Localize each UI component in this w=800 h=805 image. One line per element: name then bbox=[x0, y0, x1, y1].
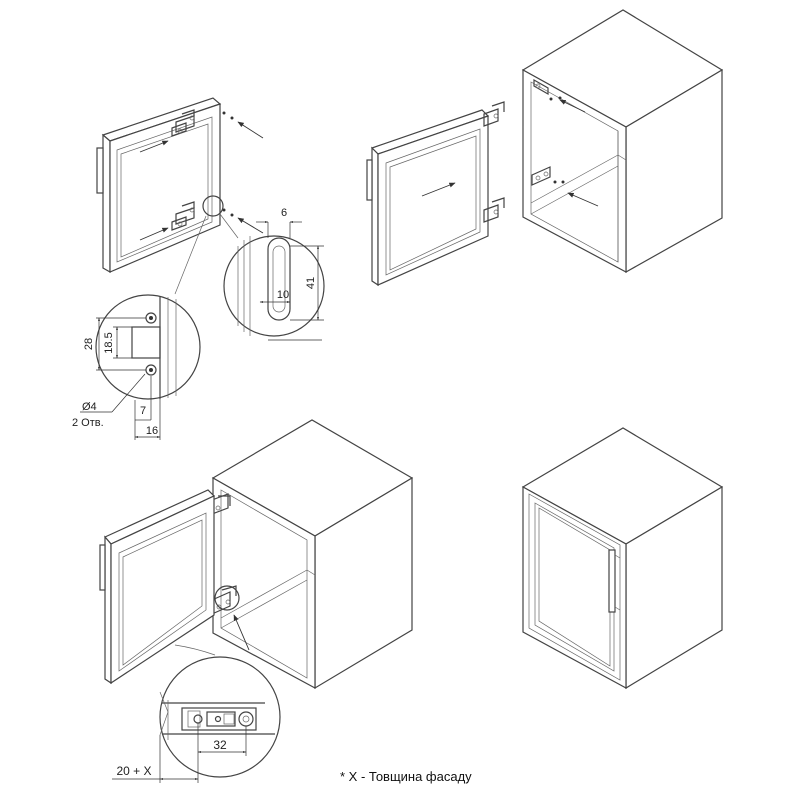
cabinet-front-4 bbox=[522, 485, 627, 690]
arrow-screw-top bbox=[237, 121, 264, 139]
arrow-hinge-detail bbox=[233, 614, 250, 651]
swing-arc bbox=[174, 644, 216, 656]
detail-marker-3 bbox=[214, 585, 240, 611]
cup-detail: 6 10 41 bbox=[223, 207, 325, 341]
arrow-hinge-top bbox=[139, 140, 169, 153]
panel-2-door-and-cabinet bbox=[366, 9, 724, 287]
arrow-cabinet-bottom bbox=[567, 192, 599, 207]
dim-20-x-label: 20 + X bbox=[116, 764, 151, 778]
door-frame-2 bbox=[366, 101, 505, 287]
dim-16-label: 16 bbox=[146, 425, 158, 437]
cabinet-carcass-3 bbox=[211, 419, 414, 690]
cabinet-hinge-plate-bottom bbox=[531, 166, 551, 186]
cup-slot-outline bbox=[267, 237, 291, 321]
hole-diameter-label: Ø4 bbox=[82, 401, 97, 413]
door-frame bbox=[96, 97, 222, 274]
panel-1-door-hinges: 6 10 41 28 bbox=[72, 97, 325, 440]
cup-slot-inner bbox=[272, 245, 286, 313]
mounting-plate bbox=[181, 707, 257, 731]
cabinet-carcass bbox=[521, 9, 724, 274]
plate-outline bbox=[131, 326, 161, 359]
door-handle-3 bbox=[99, 544, 106, 591]
arrow-screw-bottom bbox=[237, 217, 264, 234]
dim-7-label: 7 bbox=[140, 405, 146, 417]
arrow-hinge-bottom bbox=[139, 227, 169, 241]
dim-6-label: 6 bbox=[281, 207, 287, 219]
hinge-distance-detail: 32 20 + X bbox=[112, 656, 281, 783]
screw-marks bbox=[222, 111, 234, 217]
hinge-bottom bbox=[171, 201, 195, 231]
panel-3-open-door: 32 20 + X bbox=[99, 419, 414, 783]
door-open bbox=[99, 489, 216, 685]
panel-4-closed-cabinet bbox=[521, 427, 724, 690]
footnote: * X - Товщина фасаду bbox=[340, 769, 472, 784]
hole-pattern-detail: 28 18.5 7 16 Ø4 2 Отв. bbox=[72, 294, 201, 440]
dim-28-label: 28 bbox=[83, 338, 95, 350]
arrow-door bbox=[421, 182, 456, 197]
arrow-cabinet-top bbox=[559, 99, 586, 113]
dim-41-label: 41 bbox=[305, 277, 317, 289]
dim-18-5-label: 18.5 bbox=[103, 332, 115, 353]
dim-10-label: 10 bbox=[277, 289, 289, 301]
cabinet-hinge-plate-top bbox=[533, 78, 549, 96]
door-handle-2 bbox=[366, 159, 373, 201]
detail-marker bbox=[202, 195, 224, 217]
hole-count-label: 2 Отв. bbox=[72, 417, 104, 429]
door-handle bbox=[96, 147, 104, 194]
dim-32-label: 32 bbox=[213, 738, 227, 752]
cabinet-handle bbox=[608, 549, 616, 613]
hinge-top bbox=[171, 109, 195, 137]
